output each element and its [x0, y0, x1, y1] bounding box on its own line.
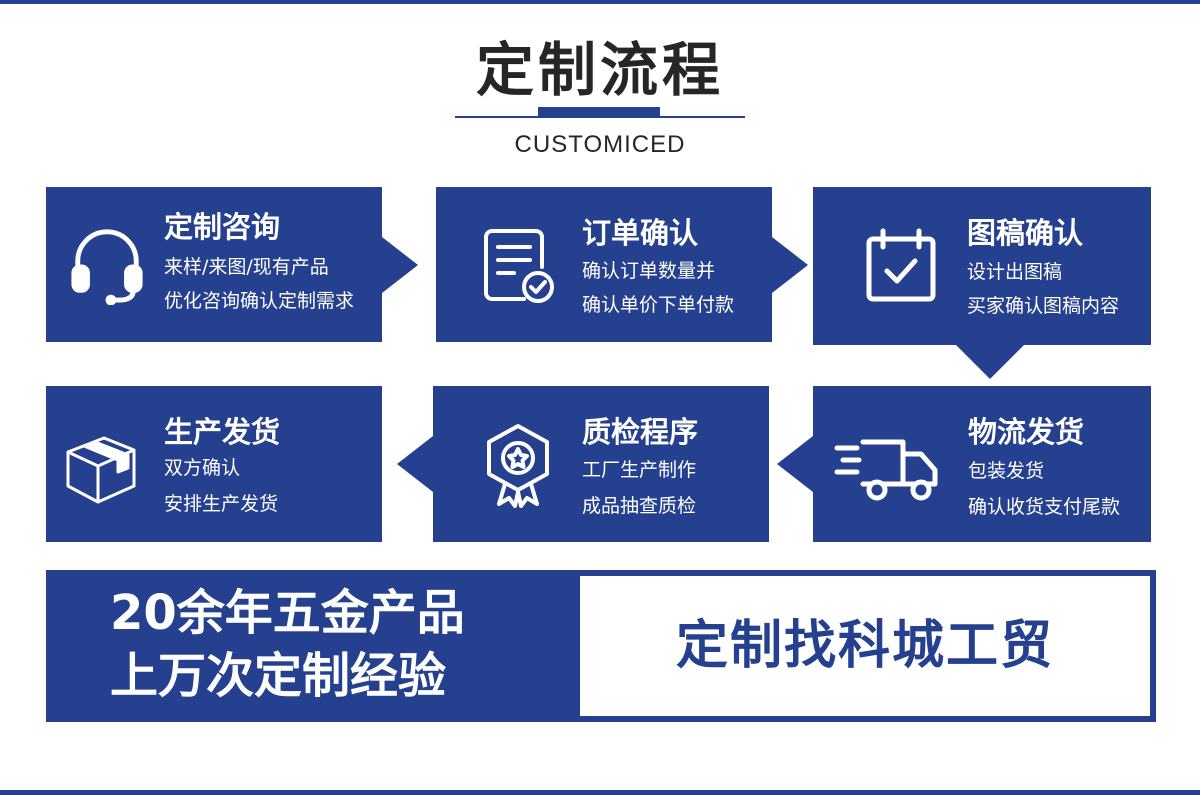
step-line: 成品抽查质检 [582, 495, 697, 517]
step-title: 定制咨询 [164, 210, 281, 244]
top-border [0, 0, 1200, 4]
step-title: 物流发货 [968, 415, 1085, 449]
step-title: 质检程序 [582, 415, 699, 449]
step-line: 设计出图稿 [967, 261, 1063, 283]
arrow-left-icon [777, 436, 813, 492]
step-line: 来样/来图/现有产品 [164, 256, 329, 278]
arrow-right-icon [772, 237, 808, 293]
arrow-right-icon [382, 237, 418, 293]
banner-slogan-box: 定制找科城工贸 [580, 576, 1150, 716]
step-card-order: 订单确认 确认订单数量并 确认单价下单付款 [436, 187, 772, 342]
order-document-check-icon [480, 227, 556, 307]
banner-line: 上万次定制经验 [110, 648, 447, 704]
step-card-consult: 定制咨询 来样/来图/现有产品 优化咨询确认定制需求 [46, 187, 382, 342]
calendar-check-icon [863, 227, 939, 305]
step-card-artwork: 图稿确认 设计出图稿 买家确认图稿内容 [813, 187, 1151, 345]
banner-experience-text: 20余年五金产品 上万次定制经验 [110, 582, 465, 708]
step-line: 确认单价下单付款 [582, 294, 735, 316]
step-line: 双方确认 [164, 457, 241, 479]
step-title: 订单确认 [582, 216, 699, 250]
step-line: 确认收货支付尾款 [968, 496, 1121, 518]
page-subtitle: CUSTOMICED [514, 131, 686, 158]
page-title: 定制流程 [475, 36, 724, 104]
headset-icon [68, 225, 146, 305]
package-box-icon [62, 428, 140, 506]
step-card-production: 生产发货 双方确认 安排生产发货 [46, 386, 382, 542]
delivery-truck-icon [833, 434, 943, 504]
step-line: 买家确认图稿内容 [967, 295, 1120, 317]
step-title: 生产发货 [164, 415, 281, 449]
quality-badge-icon [477, 422, 559, 508]
step-card-shipping: 物流发货 包装发货 确认收货支付尾款 [813, 386, 1151, 542]
arrow-down-icon [956, 345, 1024, 379]
title-accent-bar [538, 107, 660, 118]
banner-slogan: 定制找科城工贸 [675, 616, 1054, 676]
step-title: 图稿确认 [967, 216, 1084, 250]
step-line: 确认订单数量并 [582, 260, 716, 282]
arrow-left-icon [397, 436, 433, 492]
step-line: 包装发货 [968, 460, 1045, 482]
step-line: 优化咨询确认定制需求 [164, 290, 355, 312]
banner-line: 20余年五金产品 [110, 585, 465, 641]
promo-banner: 20余年五金产品 上万次定制经验 定制找科城工贸 [46, 570, 1156, 722]
step-card-inspection: 质检程序 工厂生产制作 成品抽查质检 [433, 386, 769, 542]
step-line: 工厂生产制作 [582, 459, 697, 481]
bottom-border [0, 790, 1200, 795]
step-line: 安排生产发货 [164, 493, 279, 515]
